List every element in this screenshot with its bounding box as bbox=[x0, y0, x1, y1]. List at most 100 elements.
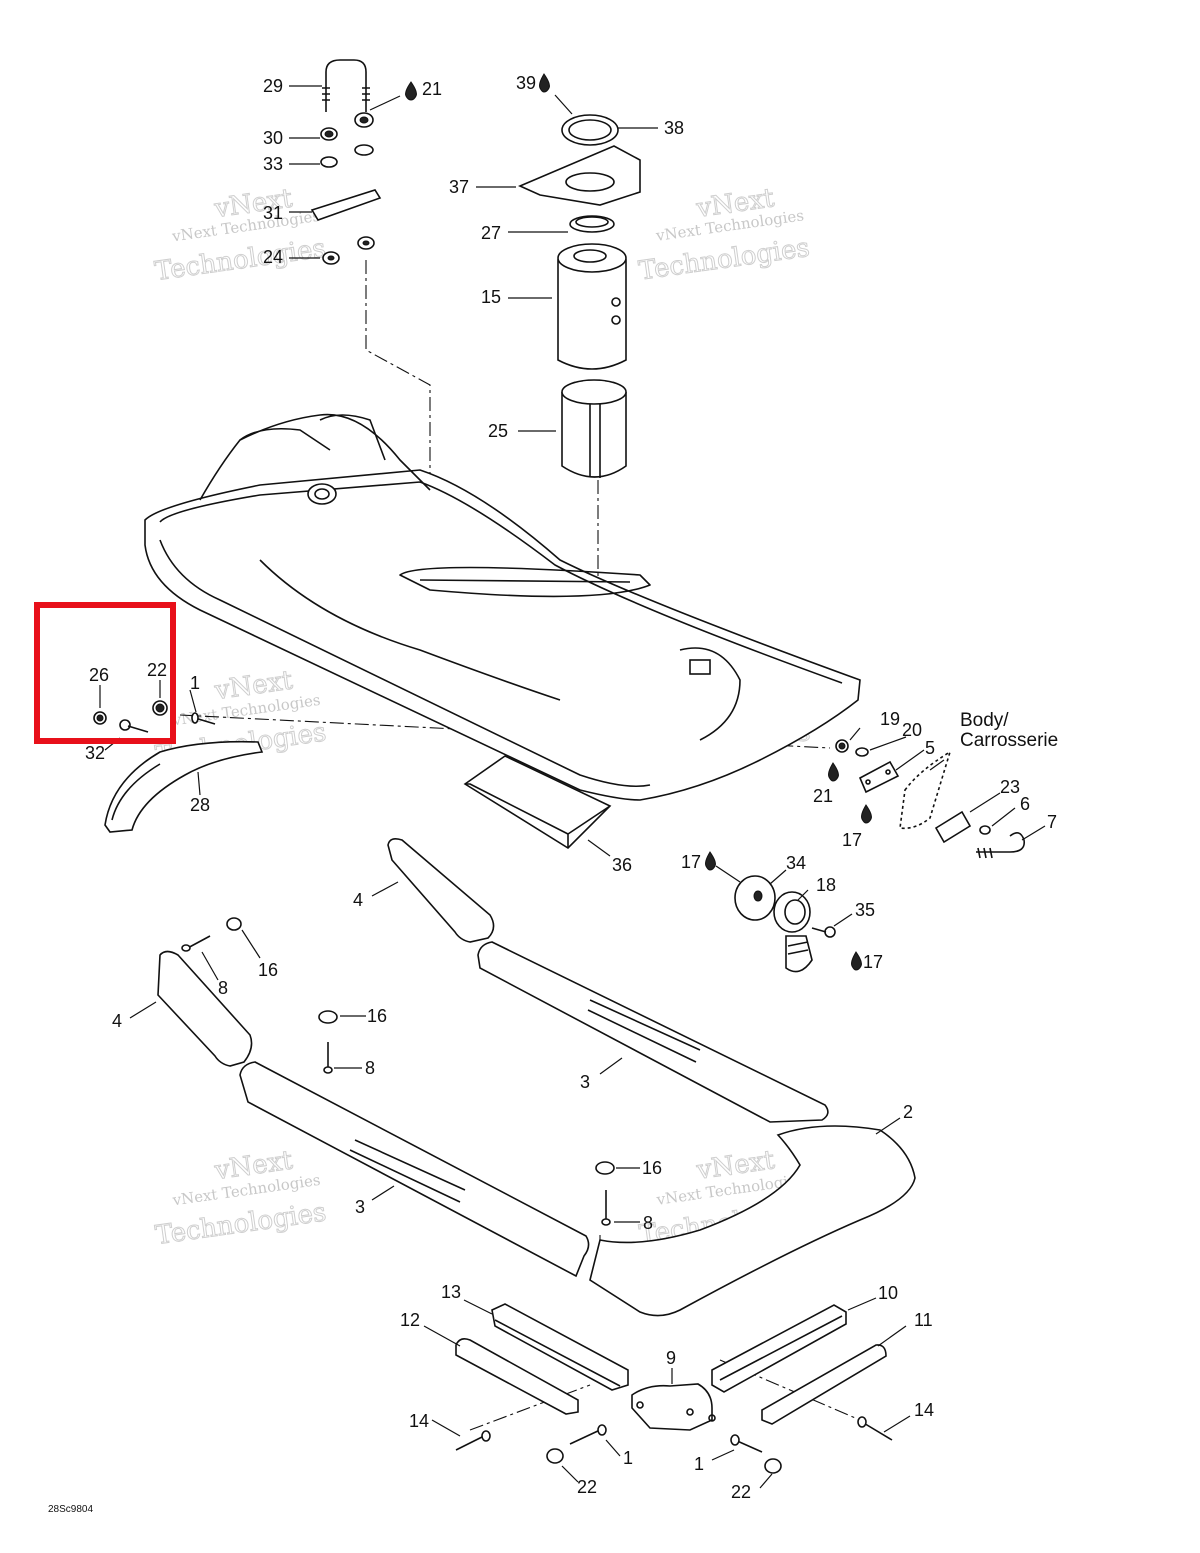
mat-part-4-left bbox=[157, 950, 253, 1067]
cap-part-16-top bbox=[226, 917, 242, 931]
pad-part-36 bbox=[463, 755, 612, 850]
callout-12: 12 bbox=[400, 1310, 420, 1330]
holder-part-37 bbox=[518, 145, 641, 206]
cap-part-22-bottom-right bbox=[764, 1458, 782, 1474]
bumper-part-12 bbox=[455, 1338, 579, 1415]
body-panel-section bbox=[899, 751, 951, 830]
highlight-box bbox=[34, 602, 176, 744]
callout-6: 6 bbox=[1020, 794, 1030, 814]
callout-14: 14 bbox=[409, 1411, 429, 1431]
rivet-part-1-bottom-left bbox=[569, 1424, 607, 1445]
callout-18: 18 bbox=[816, 875, 836, 895]
nut-part-22-left bbox=[152, 700, 168, 716]
bumper-part-11 bbox=[761, 1344, 887, 1425]
watermark-bottom-left: vNext vNext Technologies Technologies bbox=[153, 1145, 329, 1252]
u-bolt-part-29 bbox=[322, 59, 370, 112]
callout-22b: 22 bbox=[577, 1477, 597, 1497]
body-label-line2: Carrosserie bbox=[960, 730, 1058, 751]
nut-part-26 bbox=[93, 711, 107, 725]
callout-36: 36 bbox=[612, 855, 632, 875]
callout-21: 21 bbox=[422, 79, 442, 99]
leader-lines bbox=[99, 85, 1046, 1489]
callout-labels: 29 21 30 33 31 24 39 38 37 27 15 25 26 2… bbox=[85, 73, 1057, 1502]
bumper-part-10 bbox=[711, 1304, 847, 1393]
callout-1c: 1 bbox=[694, 1454, 704, 1474]
u-bolt-part-7 bbox=[976, 832, 1026, 859]
cap-part-16-mid bbox=[318, 1010, 338, 1024]
drop-icon bbox=[539, 73, 550, 93]
callout-8: 8 bbox=[218, 978, 228, 998]
callout-27: 27 bbox=[481, 223, 501, 243]
callout-25: 25 bbox=[488, 421, 508, 441]
drop-icon bbox=[861, 804, 872, 824]
rivet-part-14-left bbox=[455, 1430, 491, 1451]
callout-19: 19 bbox=[880, 709, 900, 729]
callout-8b: 8 bbox=[365, 1058, 375, 1078]
callout-15: 15 bbox=[481, 287, 501, 307]
callout-7: 7 bbox=[1047, 812, 1057, 832]
callout-16: 16 bbox=[258, 960, 278, 980]
mat-part-3-bottom bbox=[239, 1061, 590, 1278]
callout-22c: 22 bbox=[731, 1482, 751, 1502]
nut-part-19 bbox=[835, 739, 849, 753]
nut-part-21 bbox=[354, 112, 374, 128]
drop-icon bbox=[828, 762, 839, 782]
callout-16c: 16 bbox=[642, 1158, 662, 1178]
callout-13: 13 bbox=[441, 1282, 461, 1302]
mat-part-2 bbox=[589, 1125, 916, 1317]
drain-plug-part-18 bbox=[773, 891, 813, 973]
callout-17b: 17 bbox=[681, 852, 701, 872]
callout-17c: 17 bbox=[863, 952, 883, 972]
callout-3b: 3 bbox=[355, 1197, 365, 1217]
fastener-part-8-mid bbox=[323, 1042, 333, 1074]
watermark-top-left: vNext vNext Technologies Technologies bbox=[152, 183, 328, 288]
cap-part-16-bottom bbox=[595, 1161, 615, 1175]
mat-part-3-top bbox=[477, 941, 829, 1123]
corner-part-9 bbox=[631, 1383, 716, 1431]
drop-icon bbox=[405, 81, 417, 101]
callout-9: 9 bbox=[666, 1348, 676, 1368]
callout-33: 33 bbox=[263, 154, 283, 174]
callout-28: 28 bbox=[190, 795, 210, 815]
body-label-line1: Body/ bbox=[960, 710, 1009, 731]
callout-3: 3 bbox=[580, 1072, 590, 1092]
callout-1b: 1 bbox=[623, 1448, 633, 1468]
callout-35: 35 bbox=[855, 900, 875, 920]
callout-14b: 14 bbox=[914, 1400, 934, 1420]
callout-2: 2 bbox=[903, 1102, 913, 1122]
screw-part-35 bbox=[811, 926, 836, 938]
rivet-part-14-right bbox=[857, 1416, 893, 1441]
container-part-15 bbox=[557, 243, 627, 370]
callout-22: 22 bbox=[147, 660, 167, 680]
cap-part-22-bottom-left bbox=[546, 1448, 564, 1464]
rivet-part-1-top bbox=[191, 712, 216, 725]
callout-8c: 8 bbox=[643, 1213, 653, 1233]
watercraft-body bbox=[144, 413, 861, 801]
plate-part-23 bbox=[934, 810, 972, 844]
lubricant-drop-icons bbox=[405, 73, 872, 971]
washer-part-6 bbox=[979, 825, 991, 835]
callout-20: 20 bbox=[902, 720, 922, 740]
callout-30: 30 bbox=[263, 128, 283, 148]
callout-37: 37 bbox=[449, 177, 469, 197]
diagram-reference-code: 28Sc9804 bbox=[48, 1504, 93, 1515]
callout-34: 34 bbox=[786, 853, 806, 873]
callout-1: 1 bbox=[190, 673, 200, 693]
trim-part-28 bbox=[104, 740, 264, 833]
gasket-part-34 bbox=[734, 875, 776, 921]
screw-part-32 bbox=[119, 719, 149, 733]
washer-part-33 bbox=[320, 144, 374, 168]
plate-part-5 bbox=[858, 760, 900, 794]
washer-part-20 bbox=[855, 747, 869, 757]
nut-part-30 bbox=[320, 127, 338, 141]
callout-16b: 16 bbox=[367, 1006, 387, 1026]
callout-32: 32 bbox=[85, 743, 105, 763]
rivet-part-1-bottom-right bbox=[730, 1434, 763, 1453]
bumper-part-13 bbox=[491, 1303, 629, 1391]
callout-26: 26 bbox=[89, 665, 109, 685]
clamp-part-27 bbox=[569, 215, 615, 233]
mat-part-4-top bbox=[387, 838, 495, 943]
body-label: Body/ Carrosserie bbox=[960, 710, 1058, 751]
callout-10: 10 bbox=[878, 1283, 898, 1303]
